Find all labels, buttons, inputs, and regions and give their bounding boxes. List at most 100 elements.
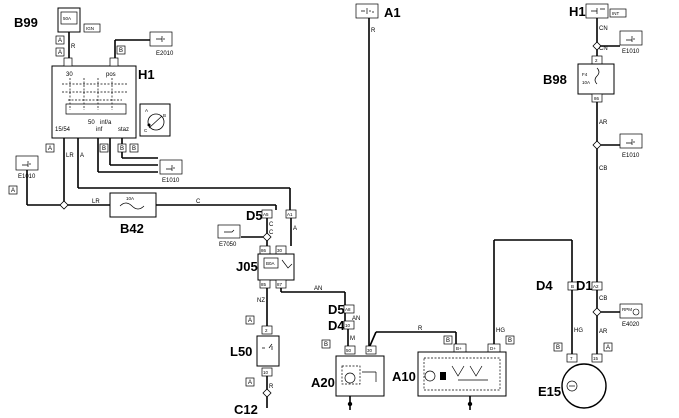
a20-id: A20: [311, 375, 335, 390]
e1010-ground-icon: [619, 30, 643, 46]
d4-pin-b: B: [571, 284, 574, 289]
b98-fuse-label-1: F4: [582, 72, 588, 77]
a20-pin-50: 50: [346, 348, 352, 353]
a10-pin-b-plus: B+: [456, 346, 462, 351]
a1-top-id: A1: [384, 5, 401, 20]
wire-code-lr: LR: [92, 199, 100, 205]
ground-ref-e1010: E1010: [162, 178, 180, 184]
key-mark-b: B: [163, 113, 166, 118]
d5-pin-a8: A8: [345, 307, 351, 312]
d5-pin-a1: A1: [287, 212, 293, 217]
wire-code-r: R: [418, 326, 423, 332]
h1-id: H1: [138, 67, 155, 82]
tag-a: A: [58, 38, 62, 44]
tag-a: A: [58, 50, 62, 56]
wire-code-cb: CB: [599, 166, 607, 172]
e15-pin-7: 7: [570, 356, 573, 361]
wire-code-ar: AR: [599, 329, 608, 335]
d5-left-id: D5: [246, 208, 263, 223]
j05-pin-85: 85: [261, 282, 267, 287]
e1010-ground-icon: [619, 133, 643, 149]
l50-pin-10: 10: [263, 370, 269, 375]
h1-ignition-switch: 30 pos 15/54 50 inf/a inf staz H1 A B C: [51, 57, 171, 139]
int-label: INT: [612, 11, 620, 16]
wire-code-cn: CN: [599, 46, 608, 52]
j05-relay: 86 30 B0A 85 87 J05: [236, 245, 295, 289]
tag-b: B: [132, 146, 136, 152]
e15-rpm-sensor: E15: [538, 363, 607, 409]
d4-pin-10: 10: [345, 323, 351, 328]
b98-fuse-label-2: 10A: [582, 80, 590, 85]
b98-pin-8: 86: [594, 96, 600, 101]
d4-right-id: D4: [536, 278, 553, 293]
h1-pin-staz: staz: [118, 127, 129, 133]
tag-b: B: [324, 342, 328, 348]
wire-code-ar: AR: [599, 120, 608, 126]
wire-code-hg: HG: [574, 328, 583, 334]
wire-code-an: AN: [352, 316, 360, 322]
b42-fuse: 10A B42: [109, 192, 157, 236]
wire-code-r: R: [371, 28, 376, 34]
a20-starter-motor: A20: [311, 355, 385, 410]
tag-a: A: [248, 318, 252, 324]
tag-b: B: [120, 146, 124, 152]
d5-pin-a5: A5: [263, 212, 269, 217]
b98-fuse: F4 10A B98: [543, 63, 615, 95]
j05-id: J05: [236, 259, 258, 274]
b42-fuse-rating: 10A: [126, 196, 134, 201]
d1-id: D1: [576, 278, 593, 293]
d5-mid-id: D5: [328, 302, 345, 317]
tag-a: A: [248, 380, 252, 386]
tag-a: A: [11, 188, 15, 194]
b42-id: B42: [120, 221, 144, 236]
c12-id: C12: [234, 402, 258, 417]
b99-fuse-symbol: [60, 11, 78, 25]
wire-code-c: C: [269, 222, 274, 228]
wire-code-a: A: [80, 153, 84, 159]
h1-pin-pos: pos: [106, 72, 116, 78]
ground-ref-e1010: E1010: [622, 49, 640, 55]
wire-code-m: M: [350, 336, 355, 342]
wire-code-a: A: [293, 226, 297, 232]
d4-mid-id: D4: [328, 318, 345, 333]
j05-pin-30: 30: [277, 248, 283, 253]
h1-right-id: H1: [569, 4, 586, 19]
e1010-ground-icon: [159, 159, 183, 175]
h1-pin-50: 50: [88, 120, 95, 126]
a20-pin-30: 30: [367, 348, 373, 353]
l50-pin-2: 2: [265, 328, 268, 333]
wire-code-an: AN: [314, 286, 322, 292]
e15-pin-15: 15: [593, 356, 599, 361]
b99-id: B99: [14, 15, 38, 30]
tag-b: B: [508, 338, 512, 344]
b98-pin-7: 2: [595, 58, 598, 63]
h1-pin-15-54: 15/54: [55, 127, 71, 133]
h1-pin-30: 30: [66, 72, 73, 78]
wire-code-nz: NZ: [257, 298, 265, 304]
wire-code-c: C: [269, 230, 274, 236]
j05-pin-86: 86: [261, 248, 267, 253]
a10-alternator: A10: [392, 351, 507, 410]
tag-a: A: [606, 345, 610, 351]
h1-pin-inf-a: inf/a: [100, 120, 112, 126]
j05-pin-87: 87: [277, 282, 283, 287]
ground-ref-e1010: E1010: [622, 153, 640, 159]
ground-ref-e4020: E4020: [622, 322, 640, 328]
e15-id: E15: [538, 384, 561, 399]
l50-id: L50: [230, 344, 252, 359]
b99-ign-label: IGN: [86, 26, 94, 31]
rpm-label: RPM: [622, 307, 632, 312]
wire-code-cb: CB: [599, 296, 607, 302]
tag-b: B: [446, 338, 450, 344]
b99-ign-tag: [83, 23, 101, 33]
wire-code-r: R: [71, 44, 76, 50]
j05-relay-label: B0A: [266, 261, 275, 266]
key-mark-c: C: [144, 128, 148, 133]
wire-code-r: R: [269, 384, 274, 390]
b98-id: B98: [543, 72, 567, 87]
wire-code-cn: CN: [599, 26, 608, 32]
e1010-ground-icon: [15, 155, 39, 171]
h1-pin-inf: inf: [96, 127, 103, 133]
tag-b: B: [102, 146, 106, 152]
e7050-ground-icon: [217, 224, 241, 239]
